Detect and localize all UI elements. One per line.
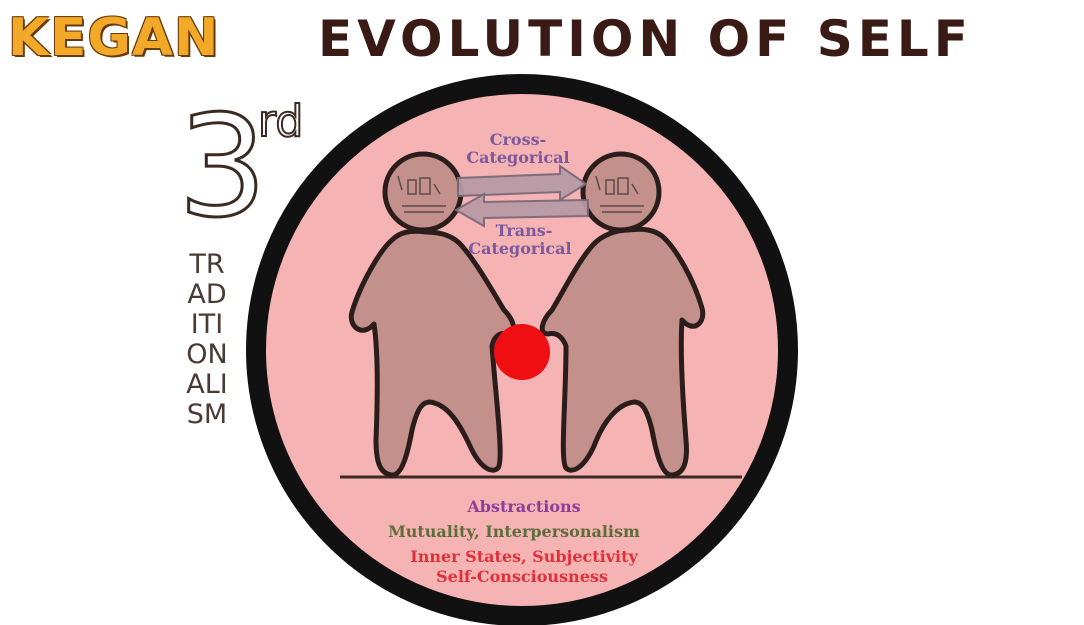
cross-label-line1: Cross-	[490, 130, 547, 149]
caption-abstractions: Abstractions	[466, 497, 580, 516]
right-figure-head	[583, 154, 659, 230]
trans-label-line2: Categorical	[468, 239, 571, 258]
caption-mutuality: Mutuality, Interpersonalism	[388, 522, 640, 541]
caption-inner-states: Inner States, Subjectivity	[410, 547, 638, 566]
trans-label-line1: Trans-	[496, 221, 553, 240]
center-red-dot	[494, 324, 550, 380]
left-figure-head	[385, 154, 461, 230]
caption-self-consciousness: Self-Consciousness	[436, 567, 608, 586]
cross-label-line2: Categorical	[466, 148, 569, 167]
